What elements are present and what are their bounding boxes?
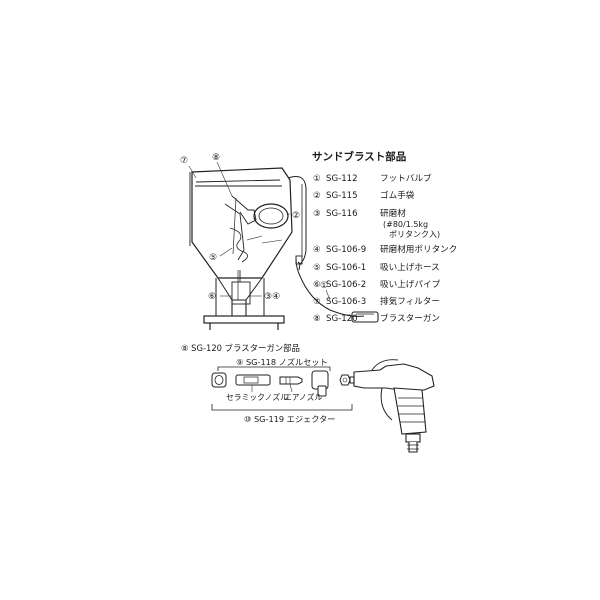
svg-text:⑦: ⑦ xyxy=(313,297,321,307)
svg-text:SG-106-9: SG-106-9 xyxy=(326,245,366,255)
svg-text:②: ② xyxy=(313,191,321,201)
svg-text:SG-106-2: SG-106-2 xyxy=(326,280,366,290)
callout-3-4: ③④ xyxy=(264,292,280,302)
list-item: ① SG-112 フットバルブ xyxy=(313,172,432,184)
callout-7: ⑦ xyxy=(180,156,188,166)
svg-text:排気フィルター: 排気フィルター xyxy=(380,295,440,307)
callout-8: ⑧ xyxy=(212,153,220,163)
svg-text:フットバルブ: フットバルブ xyxy=(380,172,432,184)
svg-text:研磨材用ポリタンク: 研磨材用ポリタンク xyxy=(380,243,457,255)
gun-section-title: ⑧ SG-120 ブラスターガン部品 xyxy=(181,343,300,353)
svg-text:⑤: ⑤ xyxy=(313,263,321,273)
parts-list: ① SG-112 フットバルブ ② SG-115 ゴム手袋 ③ SG-116 研… xyxy=(313,172,457,324)
ejector-bracket xyxy=(211,404,353,411)
parts-list-title: サンドブラスト部品 xyxy=(312,150,406,163)
svg-text:ゴム手袋: ゴム手袋 xyxy=(380,189,415,201)
svg-text:SG-106-1: SG-106-1 xyxy=(326,263,366,273)
svg-text:(#80/1.5kg: (#80/1.5kg xyxy=(383,220,428,229)
svg-text:⑥: ⑥ xyxy=(313,280,321,290)
svg-text:SG-115: SG-115 xyxy=(326,191,358,201)
svg-text:①: ① xyxy=(313,174,321,184)
svg-text:吸い上げパイプ: 吸い上げパイプ xyxy=(380,279,441,290)
svg-text:SG-120: SG-120 xyxy=(326,314,358,324)
nozzle-parts xyxy=(211,370,351,397)
list-item: ④ SG-106-9 研磨材用ポリタンク xyxy=(313,243,457,255)
nozzle-set-label: ⑨ SG-118 ノズルセット xyxy=(236,357,328,367)
list-item: ② SG-115 ゴム手袋 xyxy=(313,189,415,201)
svg-text:④: ④ xyxy=(313,245,321,255)
svg-text:SG-116: SG-116 xyxy=(326,209,358,219)
svg-text:ポリタンク入): ポリタンク入) xyxy=(389,230,440,239)
sandblast-cabinet xyxy=(189,167,379,330)
list-item: ⑦ SG-106-3 排気フィルター xyxy=(313,295,440,307)
svg-text:SG-106-3: SG-106-3 xyxy=(326,297,366,307)
svg-text:ブラスターガン: ブラスターガン xyxy=(380,312,440,324)
ejector-label: ⑩ SG-119 エジェクター xyxy=(244,414,335,424)
callout-leaders xyxy=(188,161,331,301)
ceramic-nozzle-label: セラミックノズル xyxy=(226,392,288,402)
callout-1: ① xyxy=(320,281,328,291)
list-item: ③ SG-116 研磨材 (#80/1.5kg ポリタンク入) xyxy=(313,207,440,239)
blaster-gun xyxy=(349,359,435,453)
diagram-callouts: ⑦ ⑧ ② ⑤ ⑥ ③④ ① xyxy=(180,153,328,302)
svg-text:吸い上げホース: 吸い上げホース xyxy=(380,262,440,273)
air-nozzle-label: エアノズル xyxy=(284,392,322,402)
list-item: ⑥ SG-106-2 吸い上げパイプ xyxy=(313,279,441,290)
callout-2: ② xyxy=(292,211,300,221)
callout-5: ⑤ xyxy=(209,253,217,263)
callout-6: ⑥ xyxy=(208,292,216,302)
list-item: ⑧ SG-120 ブラスターガン xyxy=(313,312,440,324)
svg-text:SG-112: SG-112 xyxy=(326,174,358,184)
svg-text:③: ③ xyxy=(313,209,321,219)
svg-text:⑧: ⑧ xyxy=(313,314,321,324)
list-item: ⑤ SG-106-1 吸い上げホース xyxy=(313,262,440,273)
svg-text:研磨材: 研磨材 xyxy=(380,207,406,219)
nozzle-set-bracket xyxy=(217,366,331,371)
